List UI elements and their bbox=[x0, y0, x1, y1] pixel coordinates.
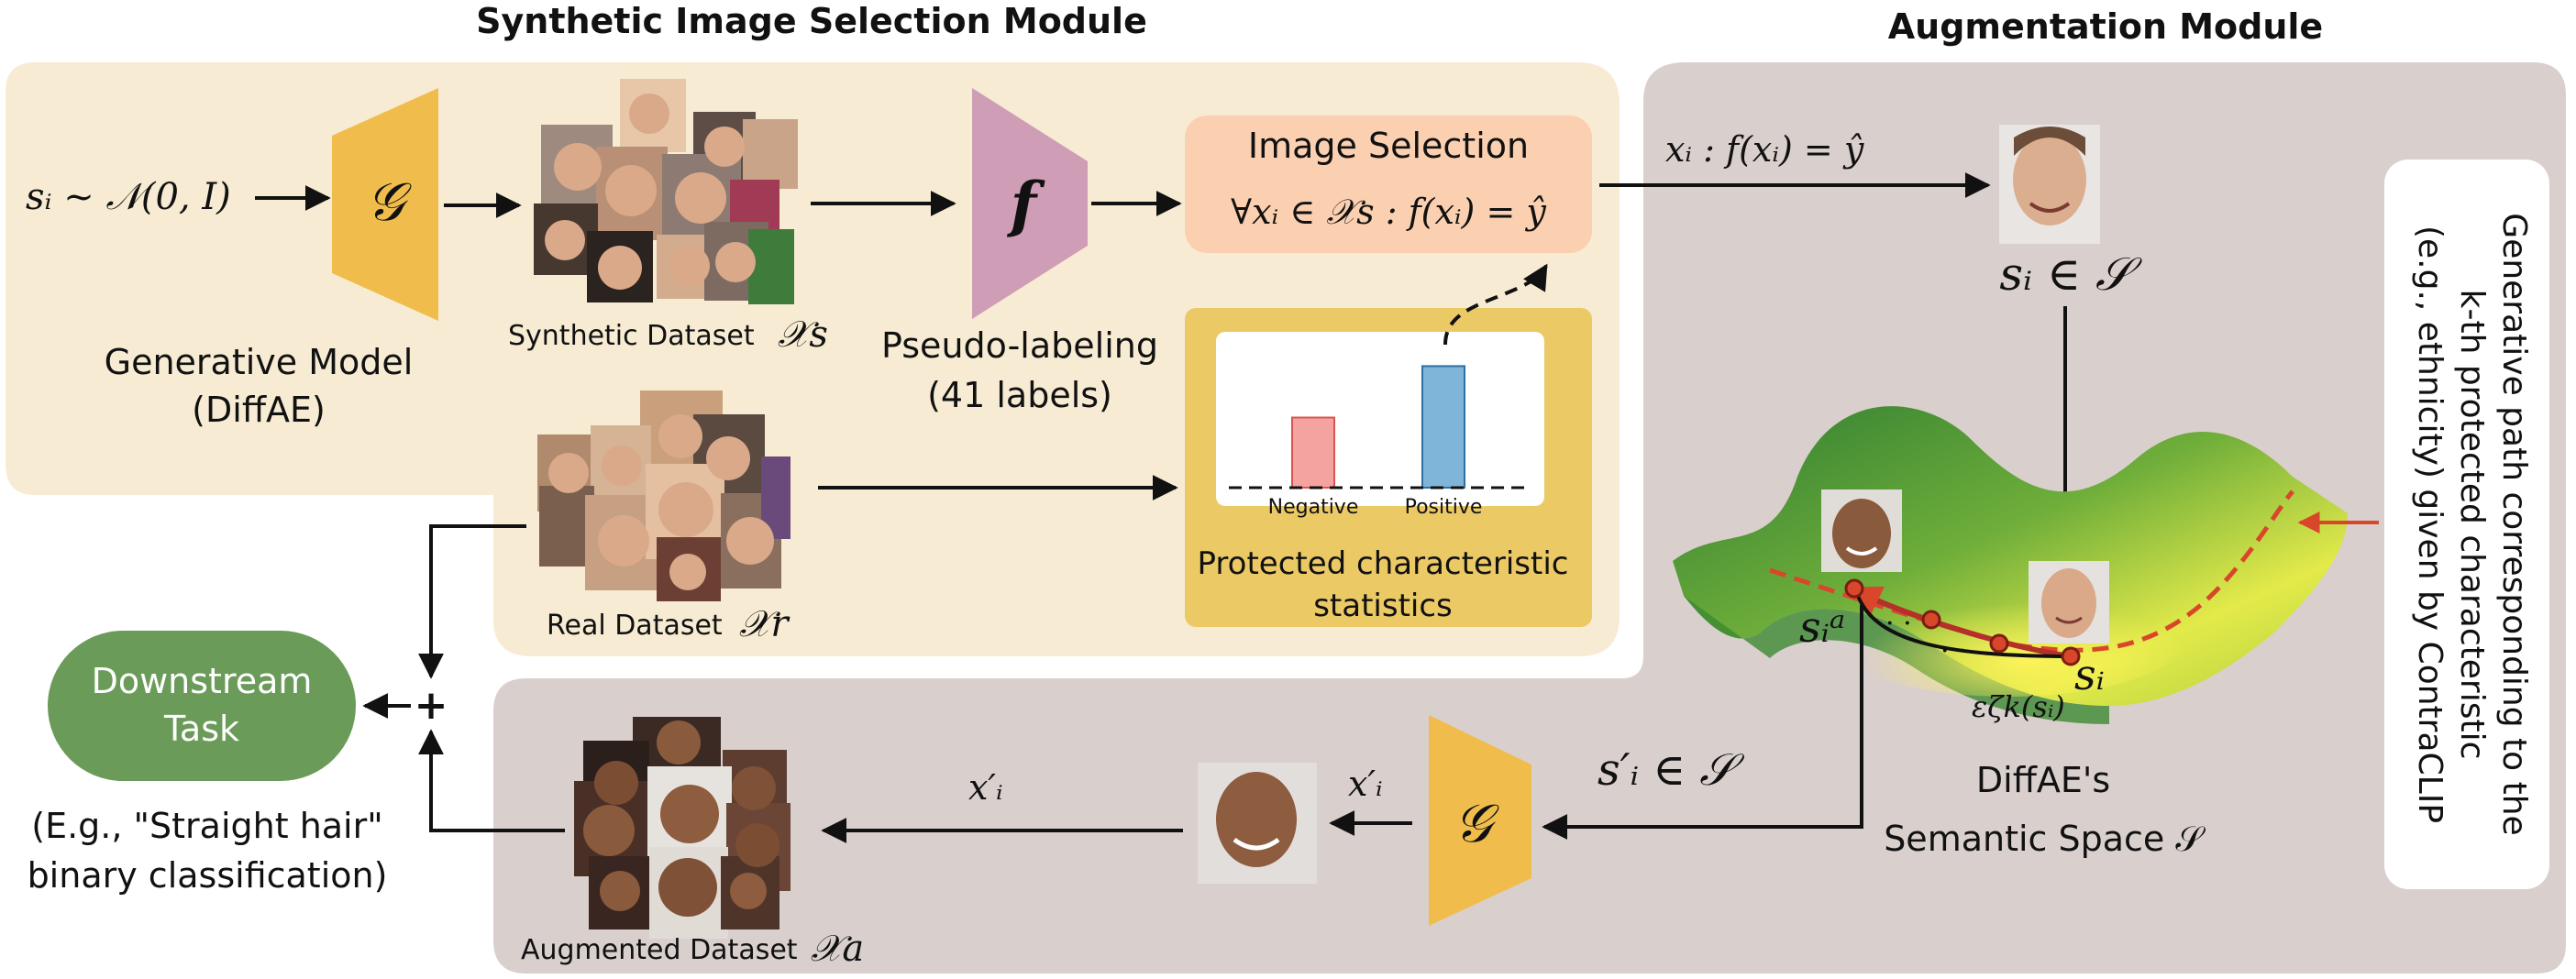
contraclip-panel bbox=[2384, 160, 2549, 889]
arrow-stats-to-selection bbox=[1443, 263, 1548, 346]
bar-positive bbox=[1421, 365, 1465, 489]
image-selection-box bbox=[1185, 116, 1592, 253]
path-point-anchor bbox=[1844, 578, 1864, 599]
classifier-label-line1: Pseudo-labeling bbox=[881, 325, 1158, 366]
latent-in-space-label: sᵢ ∈ 𝒮 bbox=[1999, 248, 2143, 301]
stats-bar-chart: Negative Positive bbox=[1268, 365, 1483, 519]
generator-trapezoid-2 bbox=[1429, 715, 1531, 926]
original-face-thumbnail bbox=[2029, 561, 2109, 644]
interpolation-curve bbox=[1854, 589, 2072, 658]
selected-arrow-label: xᵢ : f(xᵢ) = ŷ bbox=[1665, 129, 1864, 170]
contraclip-path bbox=[1769, 490, 2294, 653]
image-selection-title: Image Selection bbox=[1248, 126, 1529, 166]
space-label-line2: Semantic Space 𝒮 bbox=[1884, 819, 2206, 859]
augmentation-module-title: Augmentation Module bbox=[1888, 6, 2323, 47]
combine-symbol: + bbox=[415, 682, 448, 729]
augmentation-module-panel bbox=[493, 62, 2566, 974]
downstream-label-line1: Downstream bbox=[92, 661, 313, 701]
augmented-dataset-collage bbox=[574, 717, 790, 939]
space-label-line1: DiffAE's bbox=[1976, 760, 2110, 800]
decoded-face-image bbox=[1198, 763, 1317, 884]
synthetic-dataset-label: Synthetic Dataset bbox=[508, 320, 755, 352]
path-point-start bbox=[2061, 646, 2081, 666]
decoded-label-1: x′ᵢ bbox=[1348, 764, 1383, 804]
stats-label-line2: statistics bbox=[1313, 588, 1453, 624]
path-start-label: sᵢ bbox=[2074, 650, 2105, 699]
synthetic-dataset-symbol: 𝒳s bbox=[778, 314, 828, 356]
arrow-space-to-generator bbox=[1542, 605, 1863, 840]
contraclip-line2: k-th protected characteristic bbox=[2453, 290, 2491, 760]
latent-input-label: sᵢ ~ 𝒩(0, I) bbox=[26, 176, 231, 218]
edited-face-thumbnail bbox=[1821, 490, 1902, 572]
interpolation-dots-2: · · bbox=[1940, 635, 1967, 667]
interpolation-dots: · · · bbox=[1885, 608, 1929, 640]
stats-chart-area bbox=[1216, 332, 1544, 506]
generator-label-line1: Generative Model bbox=[105, 342, 414, 382]
selection-module-title: Synthetic Image Selection Module bbox=[476, 1, 1147, 41]
downstream-note-line2: binary classification) bbox=[28, 855, 388, 896]
path-point-3 bbox=[1989, 633, 2009, 654]
contraclip-line1: Generative path corresponding to the bbox=[2495, 213, 2533, 835]
augmented-dataset-symbol: 𝒳a bbox=[811, 928, 864, 970]
bar-label-negative: Negative bbox=[1268, 496, 1359, 519]
classifier-label-line2: (41 labels) bbox=[927, 375, 1112, 415]
downstream-note-line1: (E.g., "Straight hair" bbox=[31, 806, 382, 846]
path-point-2 bbox=[1921, 610, 1941, 630]
generator-label-line2: (DiffAE) bbox=[192, 390, 326, 430]
arrow-augmented-to-combine bbox=[418, 729, 565, 832]
downstream-task-pill bbox=[48, 631, 356, 781]
synthetic-dataset-collage bbox=[534, 79, 798, 304]
semantic-space-surface bbox=[1673, 406, 2348, 724]
downstream-label-line2: Task bbox=[163, 709, 239, 749]
arrow-real-to-combine bbox=[418, 524, 526, 679]
contraclip-line3: (e.g., ethnicity) given by ContraCLIP bbox=[2411, 226, 2449, 823]
real-dataset-symbol: 𝒳r bbox=[739, 603, 790, 645]
bar-negative bbox=[1291, 416, 1335, 489]
edited-latent-label: s′ᵢ ∈ 𝒮 bbox=[1598, 744, 1745, 796]
real-dataset-label: Real Dataset bbox=[547, 610, 723, 642]
selected-face-image bbox=[1999, 125, 2100, 244]
stats-label-line1: Protected characteristic bbox=[1198, 545, 1569, 582]
real-dataset-collage bbox=[537, 390, 790, 601]
classifier-trapezoid bbox=[972, 88, 1088, 319]
image-selection-formula: ∀xᵢ ∈ 𝒳s : f(xᵢ) = ŷ bbox=[1231, 192, 1546, 232]
bar-label-positive: Positive bbox=[1405, 496, 1483, 519]
generator-trapezoid bbox=[332, 88, 438, 321]
decoded-label-2: x′ᵢ bbox=[968, 767, 1003, 808]
path-step-label: εζk(sᵢ) bbox=[1972, 689, 2065, 724]
augmented-dataset-label: Augmented Dataset bbox=[521, 934, 798, 966]
traversal-path bbox=[1847, 586, 2072, 659]
path-anchor-label: sᵢᵃ bbox=[1799, 602, 1845, 652]
